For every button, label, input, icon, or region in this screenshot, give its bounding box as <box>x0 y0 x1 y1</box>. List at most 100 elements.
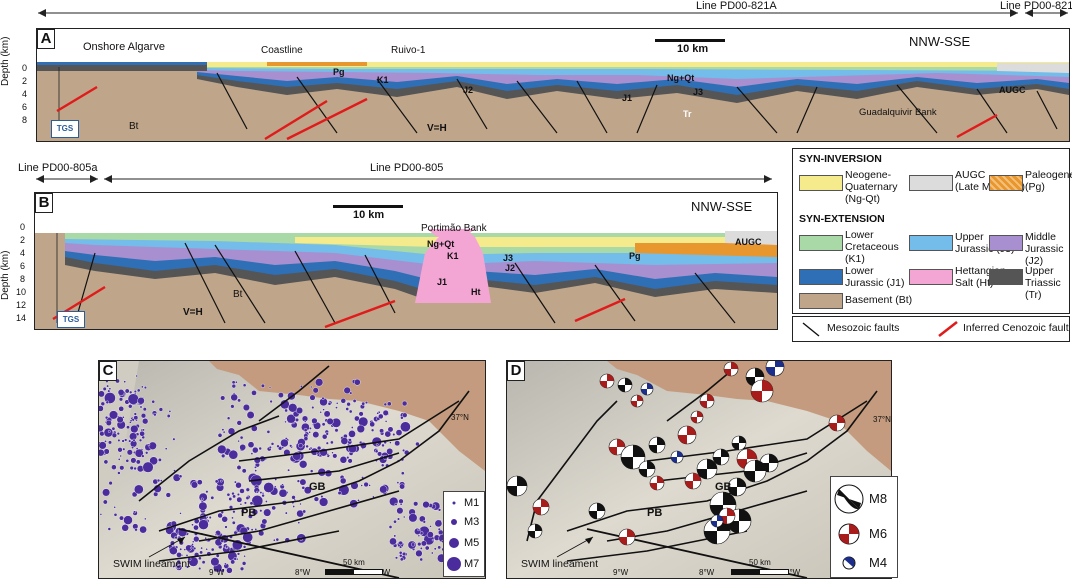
earthquake-dot <box>335 402 339 405</box>
earthquake-dot <box>138 438 143 442</box>
earthquake-dot <box>419 557 424 562</box>
earthquake-dot <box>269 399 273 404</box>
line-label-821a: Line PD00-821A <box>696 0 777 12</box>
panel-a-orientation: NNW-SSE <box>909 34 971 49</box>
label-swim-d: SWIM lineament <box>521 558 599 570</box>
earthquake-dot <box>394 502 398 506</box>
earthquake-dot <box>125 459 130 463</box>
earthquake-dot <box>214 533 218 537</box>
cross-section-a <box>37 62 1069 141</box>
lon-7w-d: 7°W <box>785 568 801 577</box>
lon-9w-c: 9°W <box>209 568 225 577</box>
earthquake-dot <box>224 562 227 566</box>
panel-b: B NNW-SSE 10 km Portimão Bank Ng+Qt K1 J… <box>34 192 778 330</box>
earthquake-dot <box>99 405 104 412</box>
earthquake-dot <box>190 546 193 550</box>
line-label-805: Line PD00-805 <box>370 162 444 174</box>
earthquake-dot <box>208 515 212 519</box>
focal-mechanism <box>649 475 665 491</box>
earthquake-dot <box>107 440 112 445</box>
earthquake-dot <box>198 519 209 530</box>
lat-37n-d: 37°N <box>873 415 891 424</box>
unit-k1-a: K1 <box>377 75 389 85</box>
earthquake-dot <box>191 523 194 527</box>
earthquake-dot <box>127 393 139 405</box>
mag-m6: M6 <box>869 526 888 541</box>
earthquake-dot <box>135 447 139 450</box>
earthquake-dot <box>105 400 110 404</box>
earthquake-dot <box>126 425 130 430</box>
legend-pg: Paleogene(Pg) <box>1025 169 1072 193</box>
focal-mechanism <box>630 394 644 408</box>
earthquake-dot <box>265 500 268 503</box>
lon-9w-d: 9°W <box>613 568 629 577</box>
earthquake-dot <box>348 438 352 442</box>
scale-bar-c <box>325 569 383 575</box>
earthquake-dot <box>394 440 401 447</box>
earthquake-dot <box>99 513 103 516</box>
earthquake-dot <box>231 516 234 520</box>
earthquake-dot <box>356 424 365 434</box>
unit-j1-a: J1 <box>622 93 633 103</box>
earthquake-dot <box>239 488 245 494</box>
earthquake-dot <box>399 545 403 549</box>
earthquake-dot <box>371 428 375 432</box>
earthquake-dot <box>198 501 208 511</box>
earthquake-dot <box>346 456 350 460</box>
earthquake-dot <box>130 457 137 464</box>
earthquake-dot <box>198 556 202 561</box>
earthquake-dot <box>133 510 136 514</box>
earthquake-dot <box>303 486 312 495</box>
legend-bt: Basement (Bt) <box>845 294 913 306</box>
swatch-augc <box>909 175 953 191</box>
earthquake-dot <box>230 559 236 565</box>
panel-d-label: D <box>507 361 525 381</box>
earthquake-dot <box>217 444 227 455</box>
earthquake-dot <box>321 396 325 400</box>
place-coastline: Coastline <box>261 45 303 56</box>
earthquake-dot <box>384 420 388 423</box>
mag-m1: M1 <box>464 497 480 509</box>
legend-cenozoic-fault: Inferred Cenozoic fault <box>963 322 1069 334</box>
focal-mechanism <box>507 475 528 497</box>
vh-a: V=H <box>427 123 447 134</box>
focal-mechanism <box>599 373 615 389</box>
swatch-k1 <box>799 235 843 251</box>
earthquake-dot <box>249 501 254 506</box>
earthquake-dot <box>142 418 149 425</box>
earthquake-dot <box>389 441 392 444</box>
earthquake-dot <box>346 402 351 407</box>
earthquake-dot <box>326 454 330 458</box>
earthquake-dot <box>102 488 111 497</box>
earthquake-dot <box>319 411 322 414</box>
earthquake-dot <box>121 439 125 443</box>
earthquake-dot <box>309 469 314 473</box>
earthquake-dot <box>417 542 422 547</box>
earthquake-dot <box>139 430 145 437</box>
lat-37n-c: 37°N <box>451 413 469 422</box>
unit-j1-b: J1 <box>437 277 448 287</box>
earthquake-dot <box>255 490 259 494</box>
place-ruivo-1: Ruivo-1 <box>391 45 426 56</box>
earthquake-dot <box>103 427 114 438</box>
earthquake-dot <box>383 402 387 407</box>
mag-m7: M7 <box>464 558 480 570</box>
earthquake-dot <box>200 497 204 501</box>
focal-mechanism <box>532 498 550 516</box>
earthquake-dot <box>352 399 357 403</box>
focal-mechanism <box>727 477 747 497</box>
earthquake-dot <box>268 386 272 389</box>
unit-j2-b: J2 <box>505 263 516 273</box>
earthquake-dot <box>133 390 137 394</box>
focal-mechanism <box>677 425 697 445</box>
earthquake-dot <box>251 390 257 396</box>
earthquake-dot <box>233 480 237 484</box>
earthquake-dot <box>153 412 157 417</box>
earthquake-dot <box>360 484 363 487</box>
earthquake-dot <box>179 547 183 551</box>
earthquake-dot <box>254 528 258 531</box>
earthquake-dot <box>99 424 104 433</box>
earthquake-dot <box>113 512 118 517</box>
earthquake-dot <box>368 484 371 487</box>
mag-m5: M5 <box>464 537 480 549</box>
